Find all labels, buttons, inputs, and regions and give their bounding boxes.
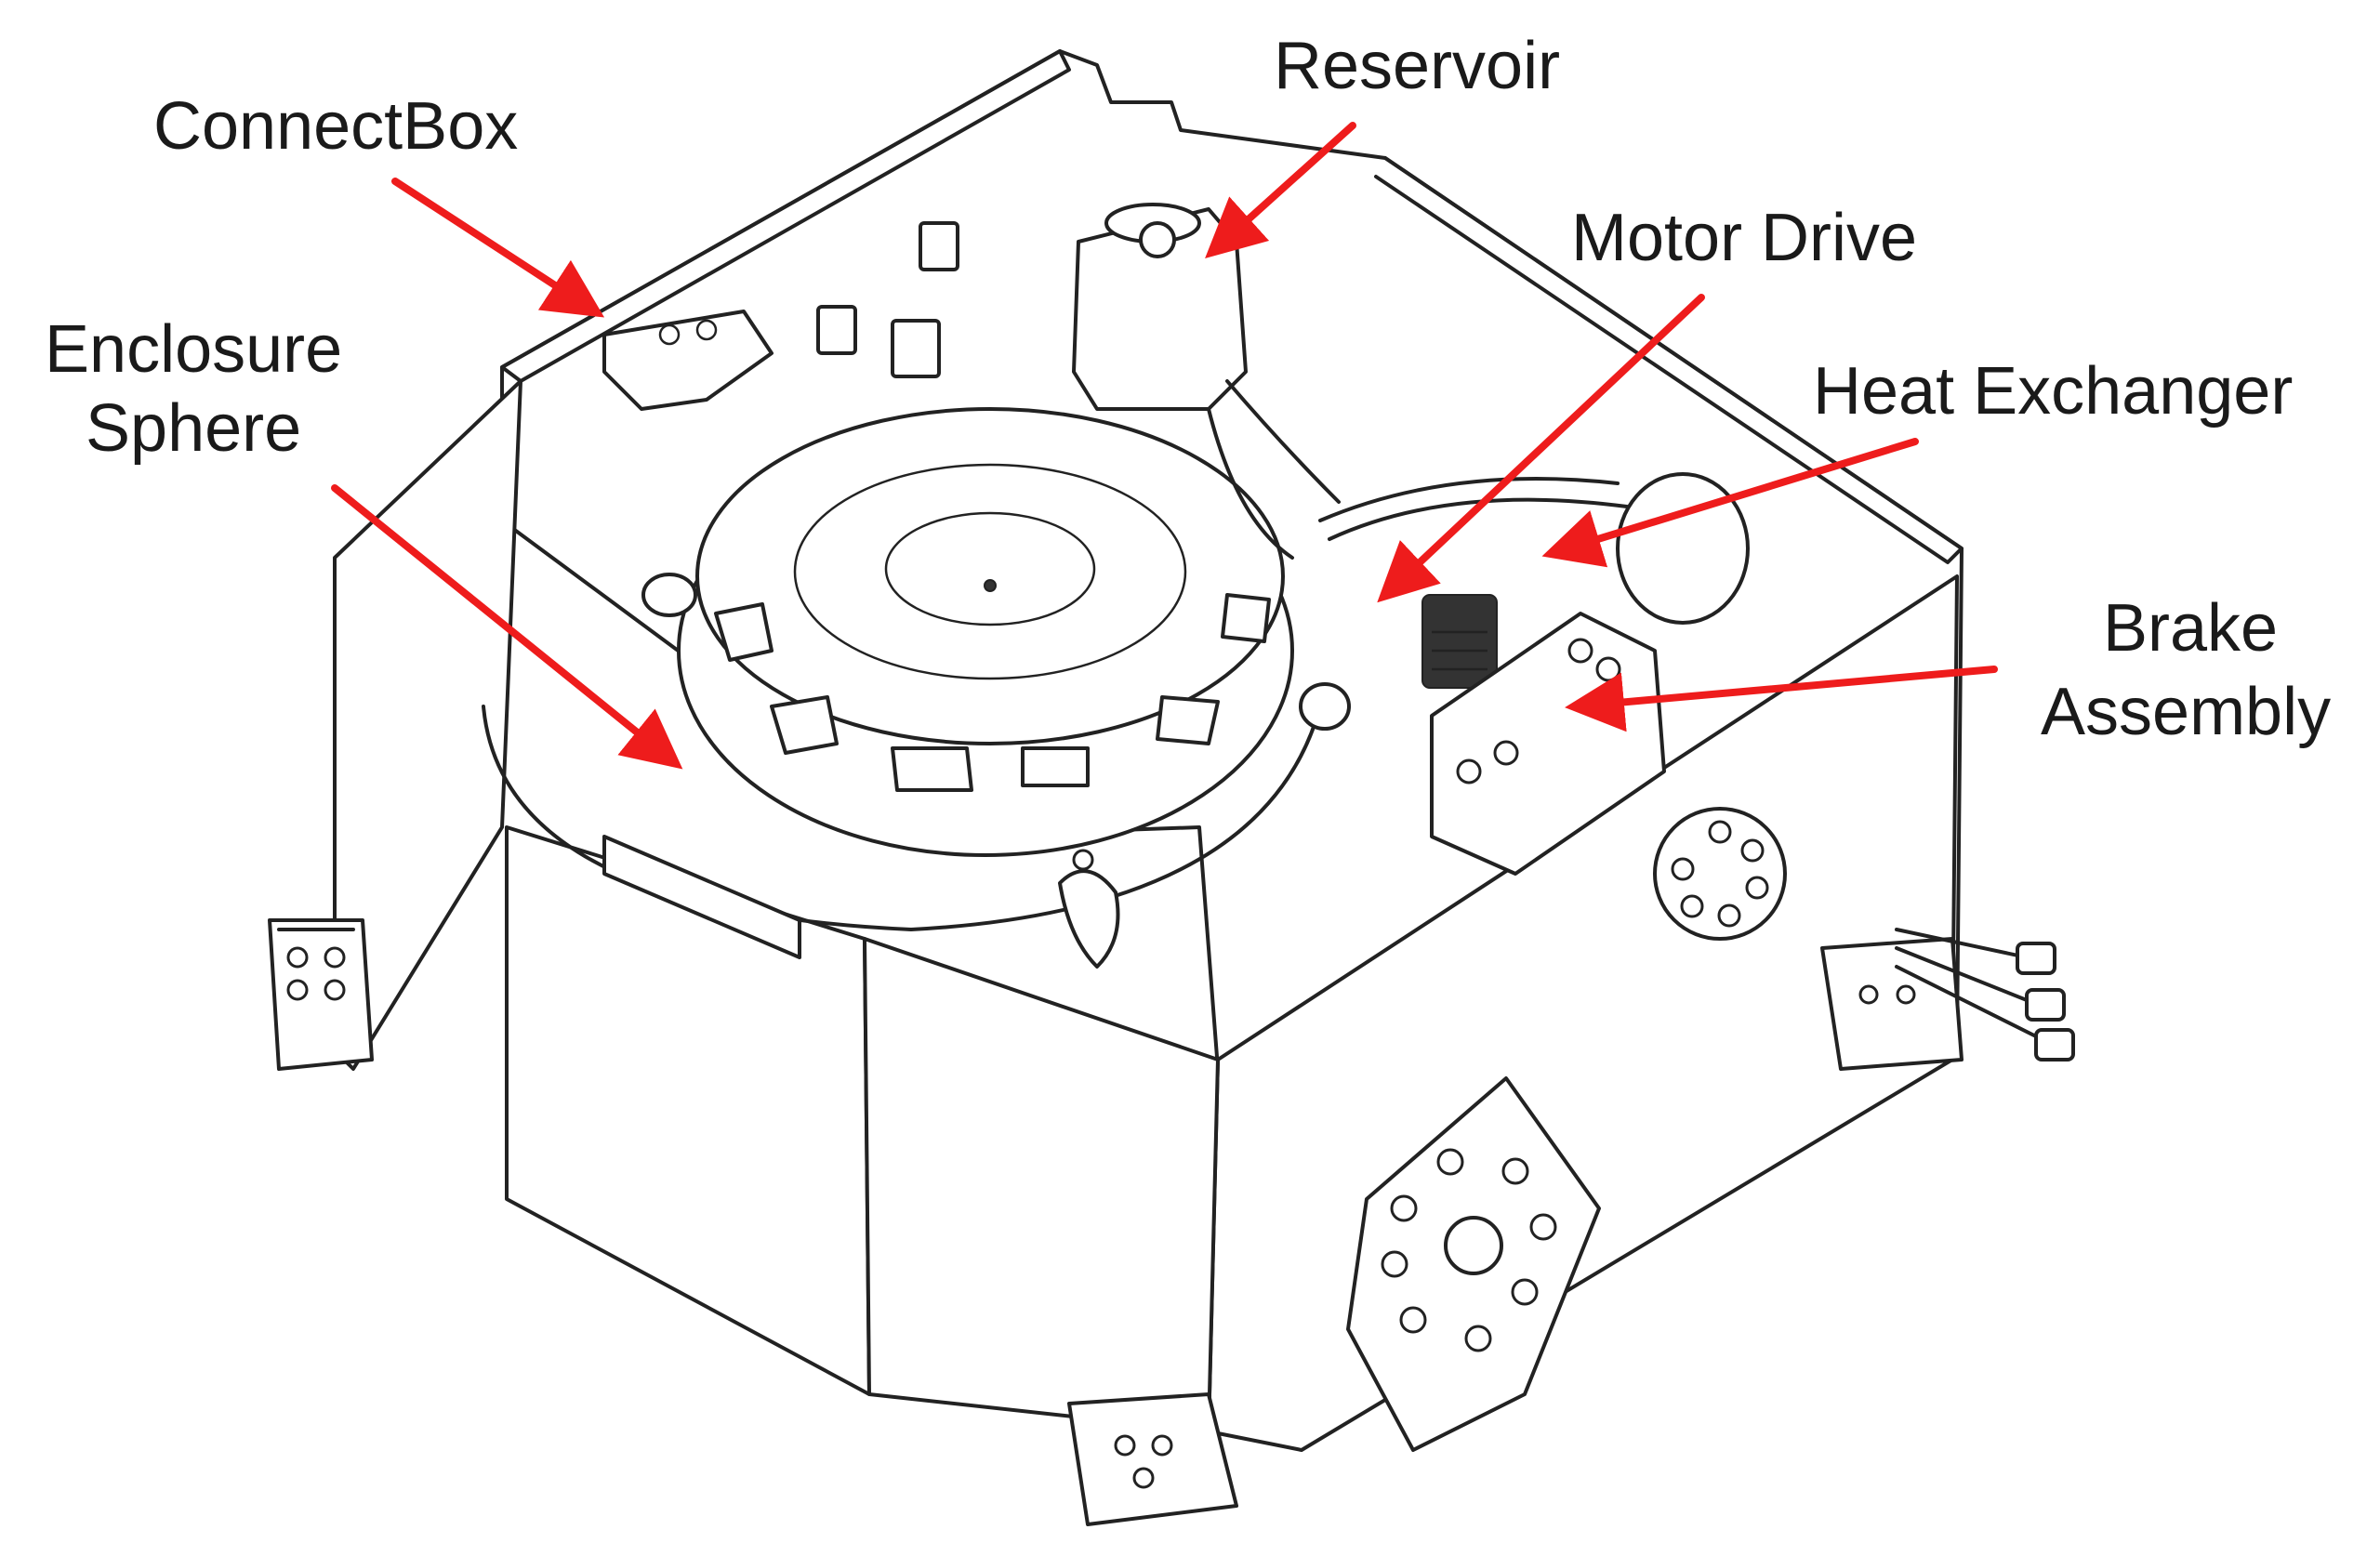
callout-arrows	[331, 122, 1998, 770]
label-enclosure-line1: Enclosure	[45, 312, 342, 387]
label-heat-exchanger: Heat Exchanger	[1813, 354, 2293, 429]
label-reservoir: Reservoir	[1274, 29, 1560, 103]
arrow-connectbox	[391, 178, 605, 318]
label-enclosure-line2: Sphere	[86, 391, 301, 466]
arrow-motor-drive	[1377, 294, 1705, 603]
arrow-brake-assembly	[1565, 666, 1998, 732]
callout-labels: ConnectBox Reservoir Motor Drive Heat Ex…	[45, 29, 2331, 749]
arrow-enclosure-sphere	[331, 484, 683, 770]
label-connectbox: ConnectBox	[153, 89, 518, 164]
label-motor-drive: Motor Drive	[1571, 201, 1917, 275]
label-brake-line1: Brake	[2103, 591, 2278, 666]
machine-outline	[268, 49, 2075, 1526]
arrow-reservoir	[1205, 122, 1356, 259]
label-brake-line2: Assembly	[2041, 675, 2331, 749]
arrow-heat-exchanger	[1541, 438, 1919, 568]
